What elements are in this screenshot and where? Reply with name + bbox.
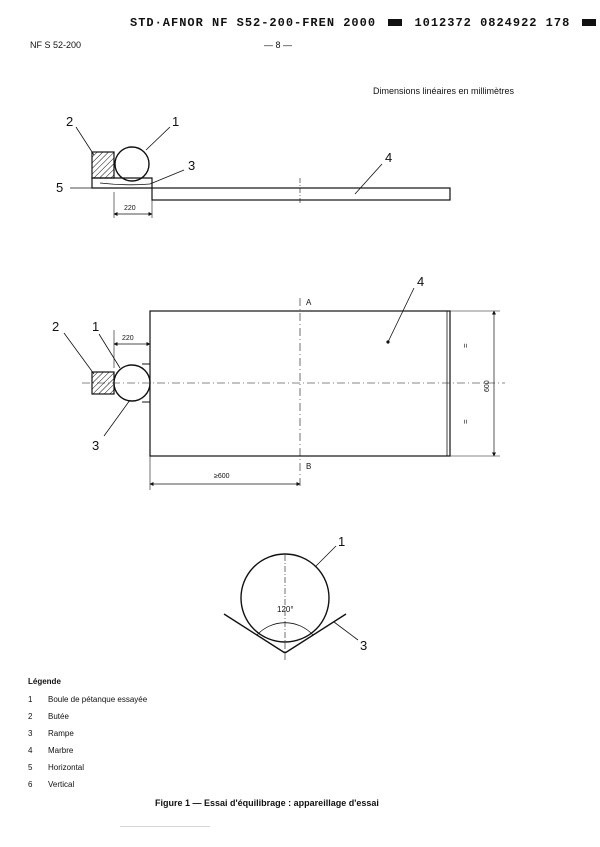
callout-3: 3 xyxy=(188,158,195,173)
legend-item-number: 2 xyxy=(28,712,33,721)
scan-artifact xyxy=(120,826,210,827)
legend-item-number: 4 xyxy=(28,746,33,755)
legend-item-text: Butée xyxy=(48,712,69,721)
legend-item-text: Boule de pétanque essayée xyxy=(48,695,148,704)
side-view: 220 2 1 3 4 5 xyxy=(56,114,451,218)
legend-item: 6 Vertical xyxy=(28,780,74,789)
page-number: — 8 — xyxy=(264,40,293,50)
legend-item: 4 Marbre xyxy=(28,746,73,755)
ball xyxy=(240,553,330,643)
dim-label-220: 220 xyxy=(124,205,136,212)
legend-item-text: Marbre xyxy=(48,746,74,755)
stop-block xyxy=(91,151,115,179)
barcode-block-icon xyxy=(388,19,403,27)
equal-mark: = xyxy=(461,343,470,348)
callout-leader xyxy=(149,169,185,185)
legend-item-text: Rampe xyxy=(48,729,74,738)
standard-code: 1012372 0824922 178 xyxy=(414,16,571,30)
dim-label-min-600: ≥600 xyxy=(214,473,230,480)
callout-leader xyxy=(103,399,131,437)
callout-3: 3 xyxy=(92,438,99,453)
callout-1: 1 xyxy=(172,114,179,129)
callout-leader xyxy=(63,332,95,375)
angle-arc xyxy=(256,622,314,636)
document-reference: NF S 52-200 xyxy=(30,40,82,50)
v-support-right xyxy=(284,613,347,654)
equal-mark: = xyxy=(461,419,470,424)
ramp-outline xyxy=(142,363,150,403)
legend-item: 3 Rampe xyxy=(28,729,74,738)
callout-leader xyxy=(333,621,359,641)
legend-title: Légende xyxy=(28,677,61,686)
marble-slab xyxy=(151,187,451,201)
legend-item-text: Horizontal xyxy=(48,763,85,772)
callout-leader xyxy=(75,126,95,156)
section-b-label: B xyxy=(306,462,311,471)
legend-item: 2 Butée xyxy=(28,712,69,721)
section-a-label: A xyxy=(306,298,312,307)
callout-leader xyxy=(354,163,383,195)
callout-leader xyxy=(314,545,337,568)
callout-5: 5 xyxy=(56,180,63,195)
callout-4: 4 xyxy=(385,150,392,165)
ball xyxy=(114,146,150,182)
legend-item-number: 5 xyxy=(28,763,33,772)
document-standard-header: STD·AFNOR NF S52-200-FREN 2000 1012372 0… xyxy=(130,16,600,30)
dim-label-600: 600 xyxy=(484,380,491,392)
callout-dot xyxy=(386,340,390,344)
dim-label-220: 220 xyxy=(122,335,134,342)
top-view: A B 220 ≥600 600 = = 2 1 3 4 xyxy=(52,274,505,490)
callout-1: 1 xyxy=(92,319,99,334)
standard-reference: STD·AFNOR NF S52-200-FREN 2000 xyxy=(130,16,377,30)
callout-leader xyxy=(98,333,121,369)
detail-view: 120° 1 3 xyxy=(223,534,367,660)
legend-item-number: 3 xyxy=(28,729,33,738)
callout-3: 3 xyxy=(360,638,367,653)
figure-caption: Figure 1 — Essai d'équilibrage : apparei… xyxy=(155,798,379,808)
callout-leader xyxy=(387,287,415,343)
callout-2: 2 xyxy=(66,114,73,129)
callout-2: 2 xyxy=(52,319,59,334)
callout-leader xyxy=(145,126,171,151)
legend-item: 5 Horizontal xyxy=(28,763,84,772)
legend-item: 1 Boule de pétanque essayée xyxy=(28,695,147,704)
barcode-block-icon xyxy=(582,19,597,27)
callout-1: 1 xyxy=(338,534,345,549)
legend-item-text: Vertical xyxy=(48,780,75,789)
v-support-left xyxy=(223,613,286,654)
dimension-note: Dimensions linéaires en millimètres xyxy=(373,86,515,96)
legend-item-number: 6 xyxy=(28,780,33,789)
ramp-curve xyxy=(99,182,151,186)
angle-label: 120° xyxy=(277,605,294,614)
legend-item-number: 1 xyxy=(28,695,33,704)
callout-4: 4 xyxy=(417,274,424,289)
